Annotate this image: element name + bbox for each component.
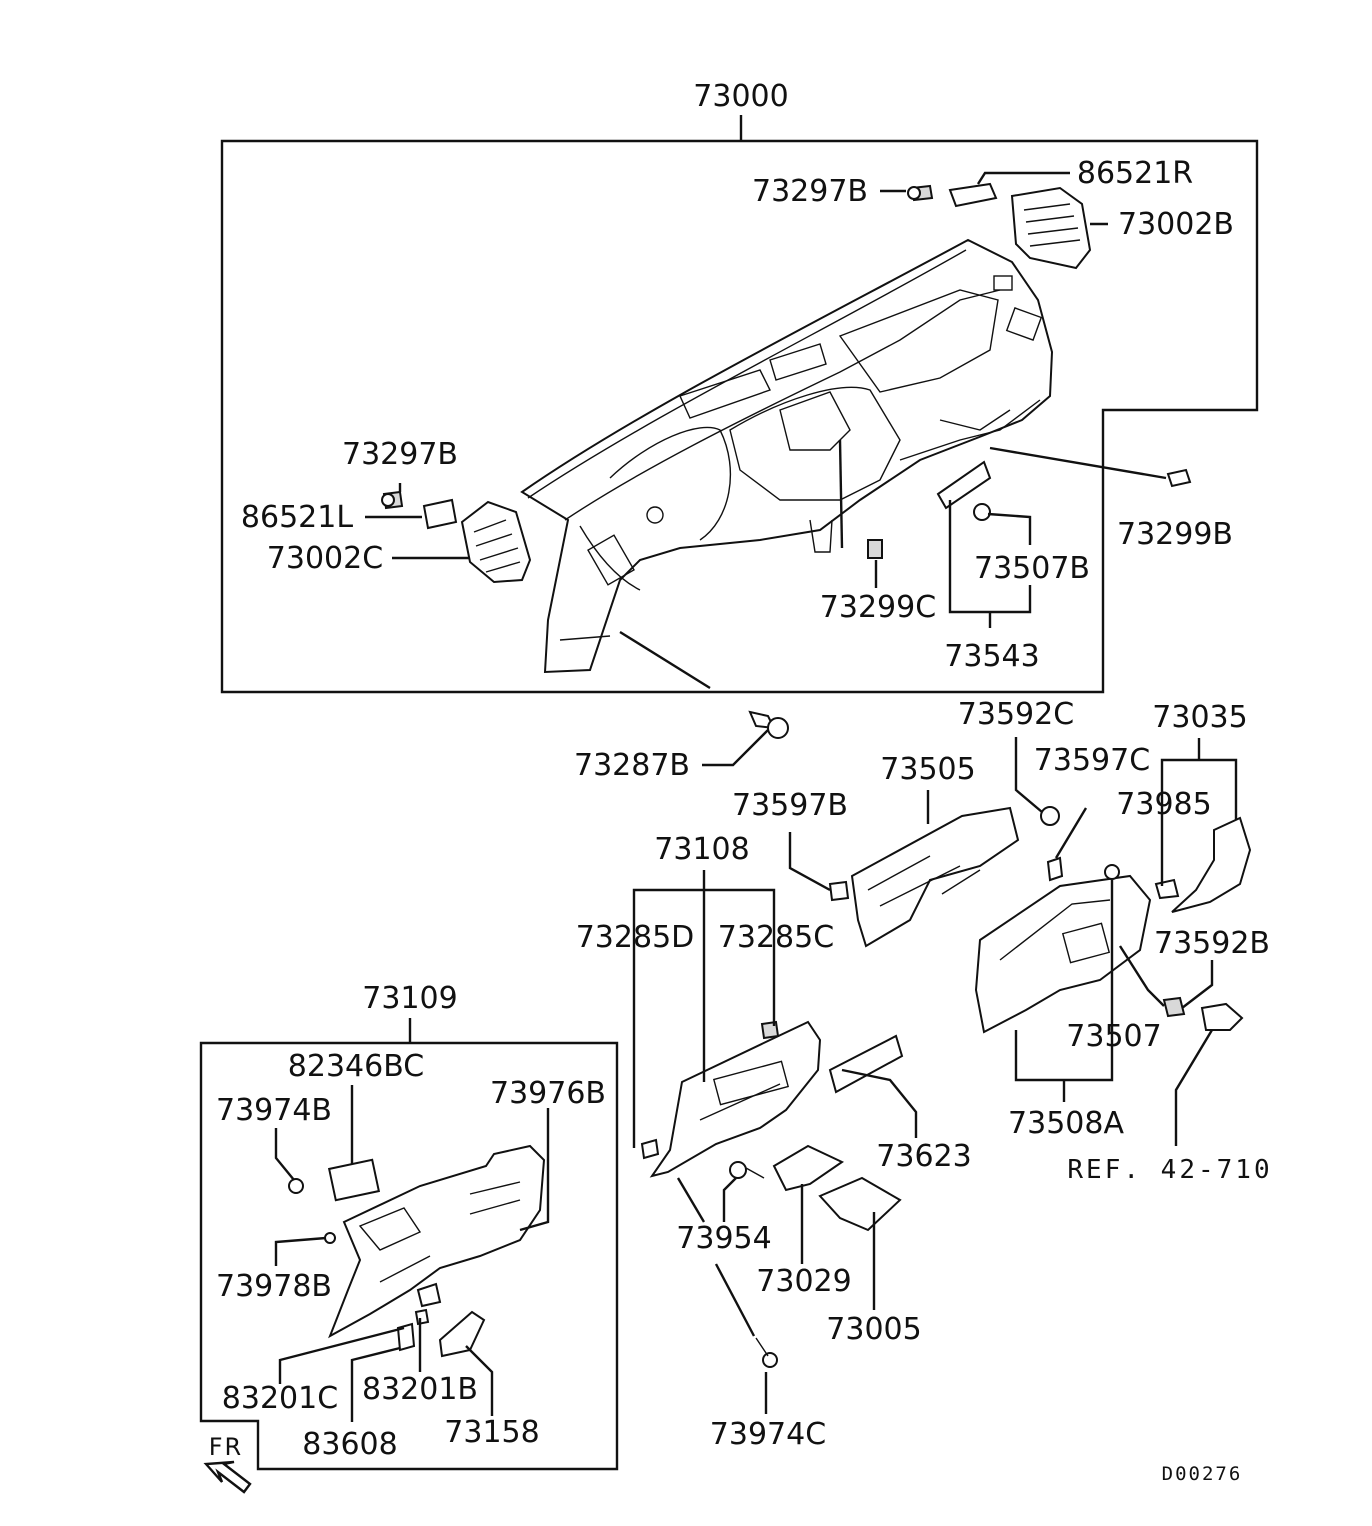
front-arrow-icon (203, 1460, 252, 1494)
label-86521R: 86521R (1077, 156, 1193, 191)
label-73597B: 73597B (732, 788, 848, 823)
label-86521L: 86521L (241, 500, 353, 535)
part-73623-drawing (828, 1034, 904, 1094)
label-73299B: 73299B (1117, 517, 1233, 552)
label-73109: 73109 (362, 981, 457, 1016)
label-73954: 73954 (676, 1221, 771, 1256)
label-73299C: 73299C (820, 590, 936, 625)
label-73002B: 73002B (1118, 207, 1234, 242)
label-73507B: 73507B (974, 551, 1090, 586)
label-73597C: 73597C (1034, 743, 1150, 778)
part-73002C-drawing (460, 500, 532, 584)
label-73005: 73005 (826, 1312, 921, 1347)
label-73029: 73029 (756, 1264, 851, 1299)
part-73592B-drawing (1162, 996, 1244, 1031)
label-73297B-left: 73297B (342, 437, 458, 472)
label-73035: 73035 (1152, 700, 1247, 735)
label-83201B: 83201B (362, 1372, 478, 1407)
label-73978B: 73978B (216, 1269, 332, 1304)
label-73108: 73108 (654, 832, 749, 867)
label-73158: 73158 (444, 1415, 539, 1450)
label-73285C: 73285C (718, 920, 834, 955)
reference-label: REF. 42-710 (1067, 1155, 1272, 1185)
label-73508A: 73508A (1008, 1106, 1124, 1141)
front-label: FR (209, 1433, 243, 1461)
part-labels: 73000 73297B 86521R 73002B 73297B 86521L… (209, 79, 1272, 1485)
drawing-code: D00276 (1162, 1463, 1243, 1485)
label-73974C: 73974C (710, 1417, 826, 1452)
label-73623: 73623 (876, 1139, 971, 1174)
part-86521R-drawing (907, 182, 998, 208)
label-73592B: 73592B (1154, 926, 1270, 961)
part-73974C-drawing (755, 1337, 778, 1368)
label-73985: 73985 (1116, 787, 1211, 822)
label-73592C: 73592C (958, 697, 1074, 732)
part-73299B-drawing (1166, 468, 1192, 488)
part-73005-drawing (818, 1176, 902, 1232)
part-73109-drawing (288, 1144, 546, 1358)
part-86521L-drawing (381, 490, 458, 530)
part-73592C-drawing (1040, 806, 1060, 826)
label-73002C: 73002C (267, 541, 383, 576)
part-73029-drawing (772, 1144, 845, 1192)
part-73543-drawing (867, 460, 992, 559)
label-73974B: 73974B (216, 1093, 332, 1128)
label-73543: 73543 (944, 639, 1039, 674)
assembly-box-73109 (199, 1041, 619, 1471)
label-73000: 73000 (693, 79, 788, 114)
label-73507: 73507 (1066, 1019, 1161, 1054)
label-83201C: 83201C (222, 1381, 338, 1416)
leader-lines (274, 171, 1238, 1422)
instrument-panel-drawing (520, 238, 1054, 674)
label-73976B: 73976B (490, 1076, 606, 1111)
part-73002B-drawing (1010, 186, 1092, 270)
part-73035-drawing (1154, 816, 1252, 913)
label-82346BC: 82346BC (288, 1049, 424, 1084)
label-73297B-top: 73297B (752, 174, 868, 209)
part-73287B-drawing (748, 710, 789, 739)
label-73505: 73505 (880, 752, 975, 787)
part-73597C-drawing (1046, 856, 1064, 882)
part-73954-drawing (729, 1161, 765, 1179)
part-73597B-drawing (828, 880, 850, 902)
label-73285D: 73285D (576, 920, 695, 955)
label-73287B: 73287B (574, 748, 690, 783)
assembly-box-73000 (220, 139, 1259, 694)
part-73505-drawing (850, 806, 1020, 948)
part-73508A-drawing (974, 864, 1152, 1034)
label-83608: 83608 (302, 1427, 397, 1462)
part-73108-drawing (640, 1020, 822, 1178)
